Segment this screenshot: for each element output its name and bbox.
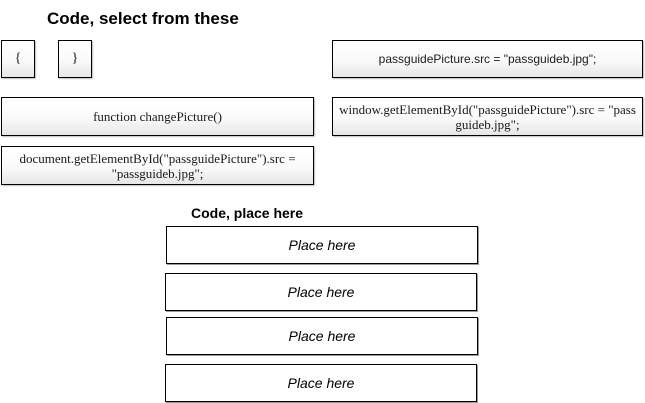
code-option-label: function changePicture() bbox=[93, 109, 222, 124]
code-option-document-getelement[interactable]: document.getElementById("passguidePictur… bbox=[1, 146, 314, 185]
drop-target-label: Place here bbox=[288, 237, 356, 253]
drop-target-label: Place here bbox=[288, 328, 356, 344]
drop-target-1[interactable]: Place here bbox=[166, 226, 478, 264]
drop-target-label: Place here bbox=[287, 284, 355, 300]
code-option-label: passguidePicture.src = "passguideb.jpg"; bbox=[378, 51, 597, 66]
code-option-close-brace[interactable]: } bbox=[58, 40, 92, 78]
code-option-function-decl[interactable]: function changePicture() bbox=[1, 97, 314, 136]
code-option-label: window.getElementById("passguidePicture"… bbox=[339, 101, 636, 132]
drop-target-label: Place here bbox=[287, 375, 355, 391]
code-option-open-brace[interactable]: { bbox=[1, 40, 35, 78]
code-option-label: { bbox=[14, 51, 22, 66]
drop-target-3[interactable]: Place here bbox=[166, 317, 478, 355]
select-heading: Code, select from these bbox=[47, 9, 239, 28]
drop-target-2[interactable]: Place here bbox=[165, 273, 477, 311]
code-option-assign-src[interactable]: passguidePicture.src = "passguideb.jpg"; bbox=[332, 40, 643, 78]
drop-target-4[interactable]: Place here bbox=[165, 364, 477, 402]
place-heading: Code, place here bbox=[191, 205, 304, 221]
code-option-window-getelement[interactable]: window.getElementById("passguidePicture"… bbox=[332, 97, 643, 136]
code-option-label: document.getElementById("passguidePictur… bbox=[19, 150, 296, 181]
code-option-label: } bbox=[71, 51, 79, 66]
